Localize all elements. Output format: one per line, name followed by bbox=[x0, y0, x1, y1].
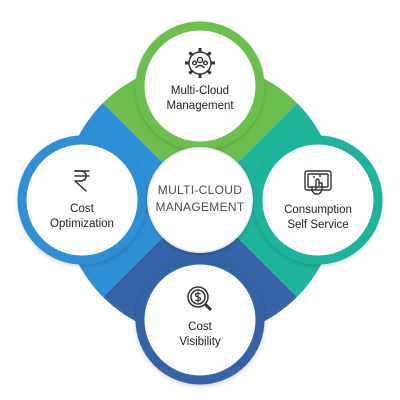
node-right-line1: Consumption bbox=[284, 204, 352, 216]
node-right-line2: Self Service bbox=[287, 219, 349, 231]
touch-screen-icon bbox=[304, 170, 332, 195]
node-label-left: Cost Optimization bbox=[32, 202, 132, 232]
node-top-line1: Multi-Cloud bbox=[170, 85, 230, 97]
center-circle bbox=[147, 147, 253, 253]
gear-people-icon bbox=[185, 48, 215, 78]
node-left-line1: Cost bbox=[70, 203, 94, 215]
node-circle-bottom bbox=[135, 255, 265, 385]
node-label-top: Multi-Cloud Management bbox=[150, 84, 250, 114]
node-top-line2: Management bbox=[166, 100, 234, 112]
node-left-line2: Optimization bbox=[50, 218, 114, 230]
center-title-line1: MULTI-CLOUD bbox=[157, 183, 243, 197]
center-title: MULTI-CLOUD MANAGEMENT bbox=[150, 182, 250, 216]
node-circle-left bbox=[17, 135, 147, 265]
rupee-icon bbox=[74, 170, 90, 192]
node-bottom-line1: Cost bbox=[188, 321, 212, 333]
node-circle-top bbox=[135, 21, 265, 151]
dollar-search-icon bbox=[187, 286, 213, 312]
node-bottom-line2: Visibility bbox=[179, 336, 221, 348]
center-title-line2: MANAGEMENT bbox=[155, 200, 245, 214]
node-circle-right bbox=[253, 135, 383, 265]
node-label-right: Consumption Self Service bbox=[268, 203, 368, 233]
node-label-bottom: Cost Visibility bbox=[150, 320, 250, 350]
